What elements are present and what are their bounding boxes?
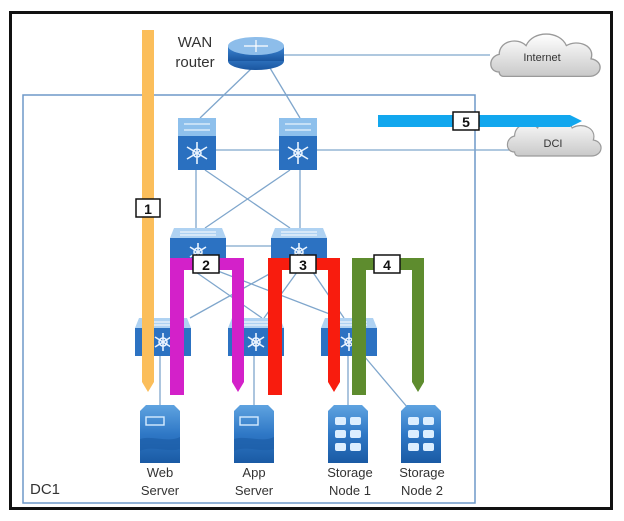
flow-5 <box>378 115 582 127</box>
storage-node-2-icon <box>401 405 441 463</box>
flow-2-badge <box>192 254 220 274</box>
flow-5-number: 5 <box>462 114 470 130</box>
app-server-label-line2: Server <box>235 483 274 498</box>
storage-node-2-label-line2: Node 2 <box>401 483 443 498</box>
flow-3 <box>268 258 340 395</box>
wan-router-label-line2: router <box>175 54 214 71</box>
wan-router-label-line1: WAN <box>178 34 212 51</box>
flow-4-badge <box>373 254 401 274</box>
spine-switch-2-icon <box>278 117 318 171</box>
flow-4 <box>352 258 424 395</box>
link-spine2-agg1 <box>204 169 291 229</box>
flow-3-badge <box>289 254 317 274</box>
flow-3-number: 3 <box>299 257 307 273</box>
network-links <box>159 54 510 409</box>
flow-4-arrow <box>352 258 424 395</box>
flow-2-arrow <box>170 258 244 395</box>
storage-node-1-label-line2: Node 1 <box>329 483 371 498</box>
flow-2 <box>170 258 244 395</box>
spine-switch-1-icon <box>177 117 217 171</box>
flow-3-arrow <box>268 258 340 395</box>
app-server-label-line1: App <box>242 465 265 480</box>
link-agg1-access2 <box>189 267 263 319</box>
web-server-label-line2: Server <box>141 483 180 498</box>
flow-4-number: 4 <box>383 257 391 273</box>
dc1-boundary <box>22 94 476 504</box>
wan-router-icon <box>228 37 284 70</box>
flow-2-number: 2 <box>202 257 210 273</box>
web-server-icon <box>139 404 181 464</box>
link-router-spine-1 <box>199 67 253 119</box>
dci-label: DCI <box>544 138 563 150</box>
link-router-spine-2 <box>269 67 301 119</box>
dc1-label: DC1 <box>30 481 60 498</box>
storage-node-2-label-line1: Storage <box>399 465 445 480</box>
flow-1-badge <box>135 198 161 218</box>
flow-5-badge <box>452 111 480 131</box>
storage-node-1-icon <box>328 405 368 463</box>
flow-badges: 1 2 3 4 5 <box>135 111 480 274</box>
internet-label: Internet <box>523 52 560 64</box>
web-server-label-line1: Web <box>147 465 174 480</box>
flow-1-number: 1 <box>144 201 152 217</box>
link-access3-storage2 <box>363 355 409 409</box>
storage-node-1-label-line1: Storage <box>327 465 373 480</box>
app-server-icon <box>233 404 275 464</box>
flow-5-arrow <box>378 115 582 127</box>
